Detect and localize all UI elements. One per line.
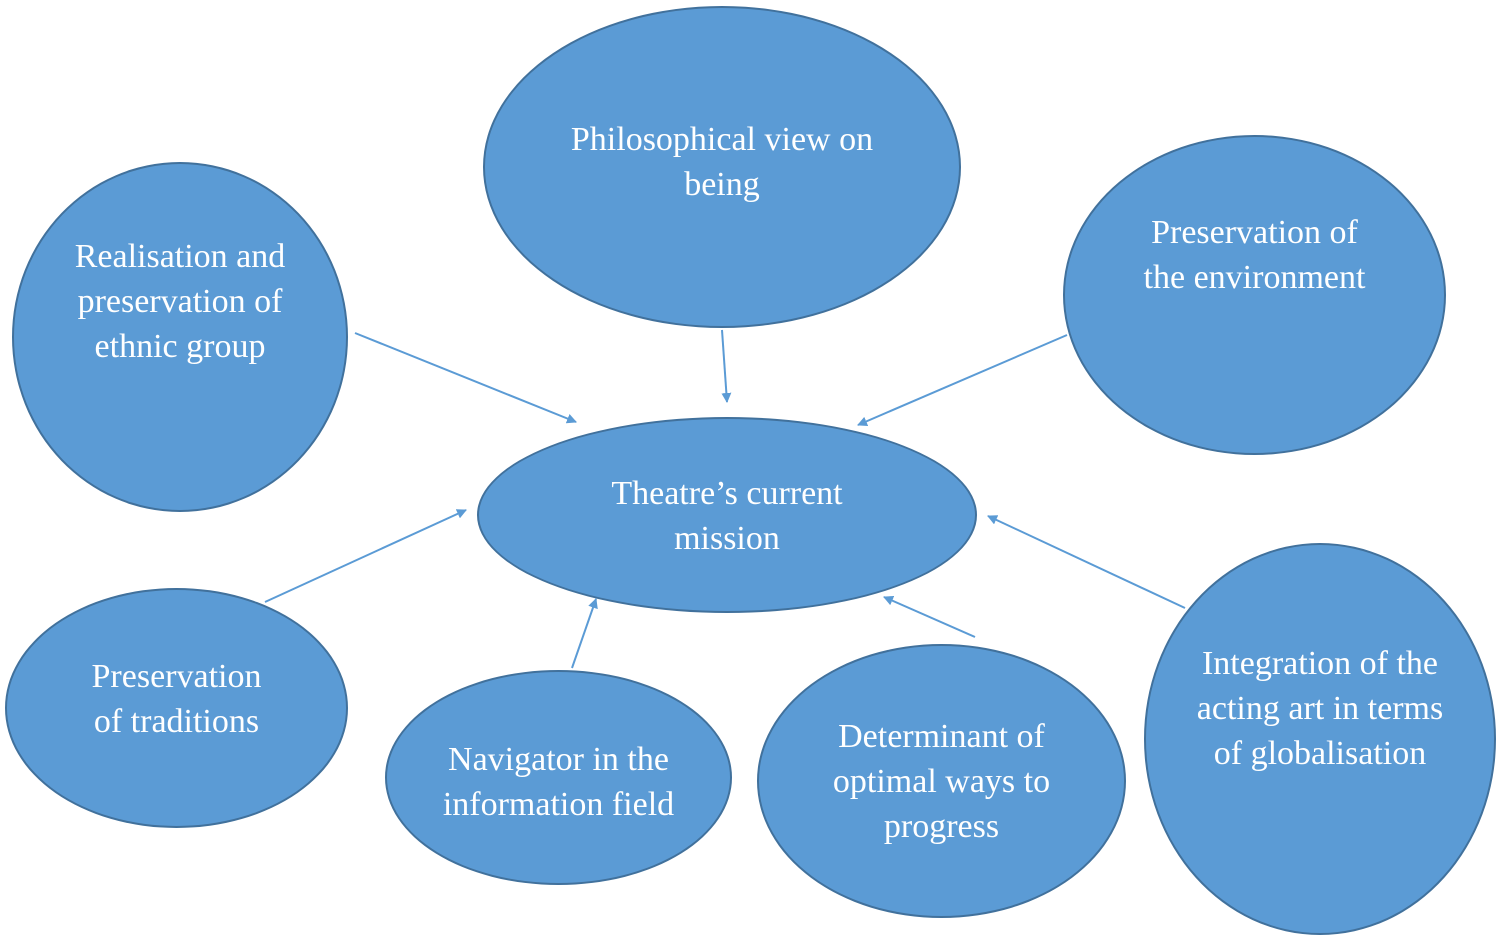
node-label: Preservation of traditions (91, 658, 262, 740)
node-label: Philosophical view on being (570, 121, 874, 203)
arrow-determinant-to-center (883, 596, 976, 638)
arrow-integration-to-center (987, 515, 1186, 609)
node-philosophical-view: Philosophical view on being (483, 6, 961, 328)
node-label: Realisation and preservation of ethnic g… (74, 237, 286, 365)
node-determinant: Determinant of optimal ways to progress (757, 644, 1126, 918)
node-traditions: Preservation of traditions (5, 588, 348, 828)
node-integration: Integration of the acting art in terms o… (1144, 543, 1496, 935)
center-label: Theatre’s current mission (611, 475, 843, 557)
node-label: Preservation of the environment (1143, 214, 1366, 296)
node-environment: Preservation of the environment (1063, 135, 1446, 455)
arrow-navigator-to-center (571, 598, 598, 669)
arrow-ethnic-to-center (354, 332, 577, 424)
arrow-traditions-to-center (264, 509, 467, 603)
node-navigator: Navigator in the information field (385, 670, 732, 885)
node-label: Determinant of optimal ways to progress (832, 717, 1051, 845)
node-label: Integration of the acting art in terms o… (1196, 644, 1444, 772)
arrow-philosophical-to-center (721, 329, 732, 403)
node-label: Navigator in the information field (442, 740, 675, 823)
arrow-environment-to-center (857, 334, 1068, 427)
node-ethnic-group: Realisation and preservation of ethnic g… (12, 162, 348, 512)
node-theatre-mission: Theatre’s current mission (477, 417, 977, 613)
